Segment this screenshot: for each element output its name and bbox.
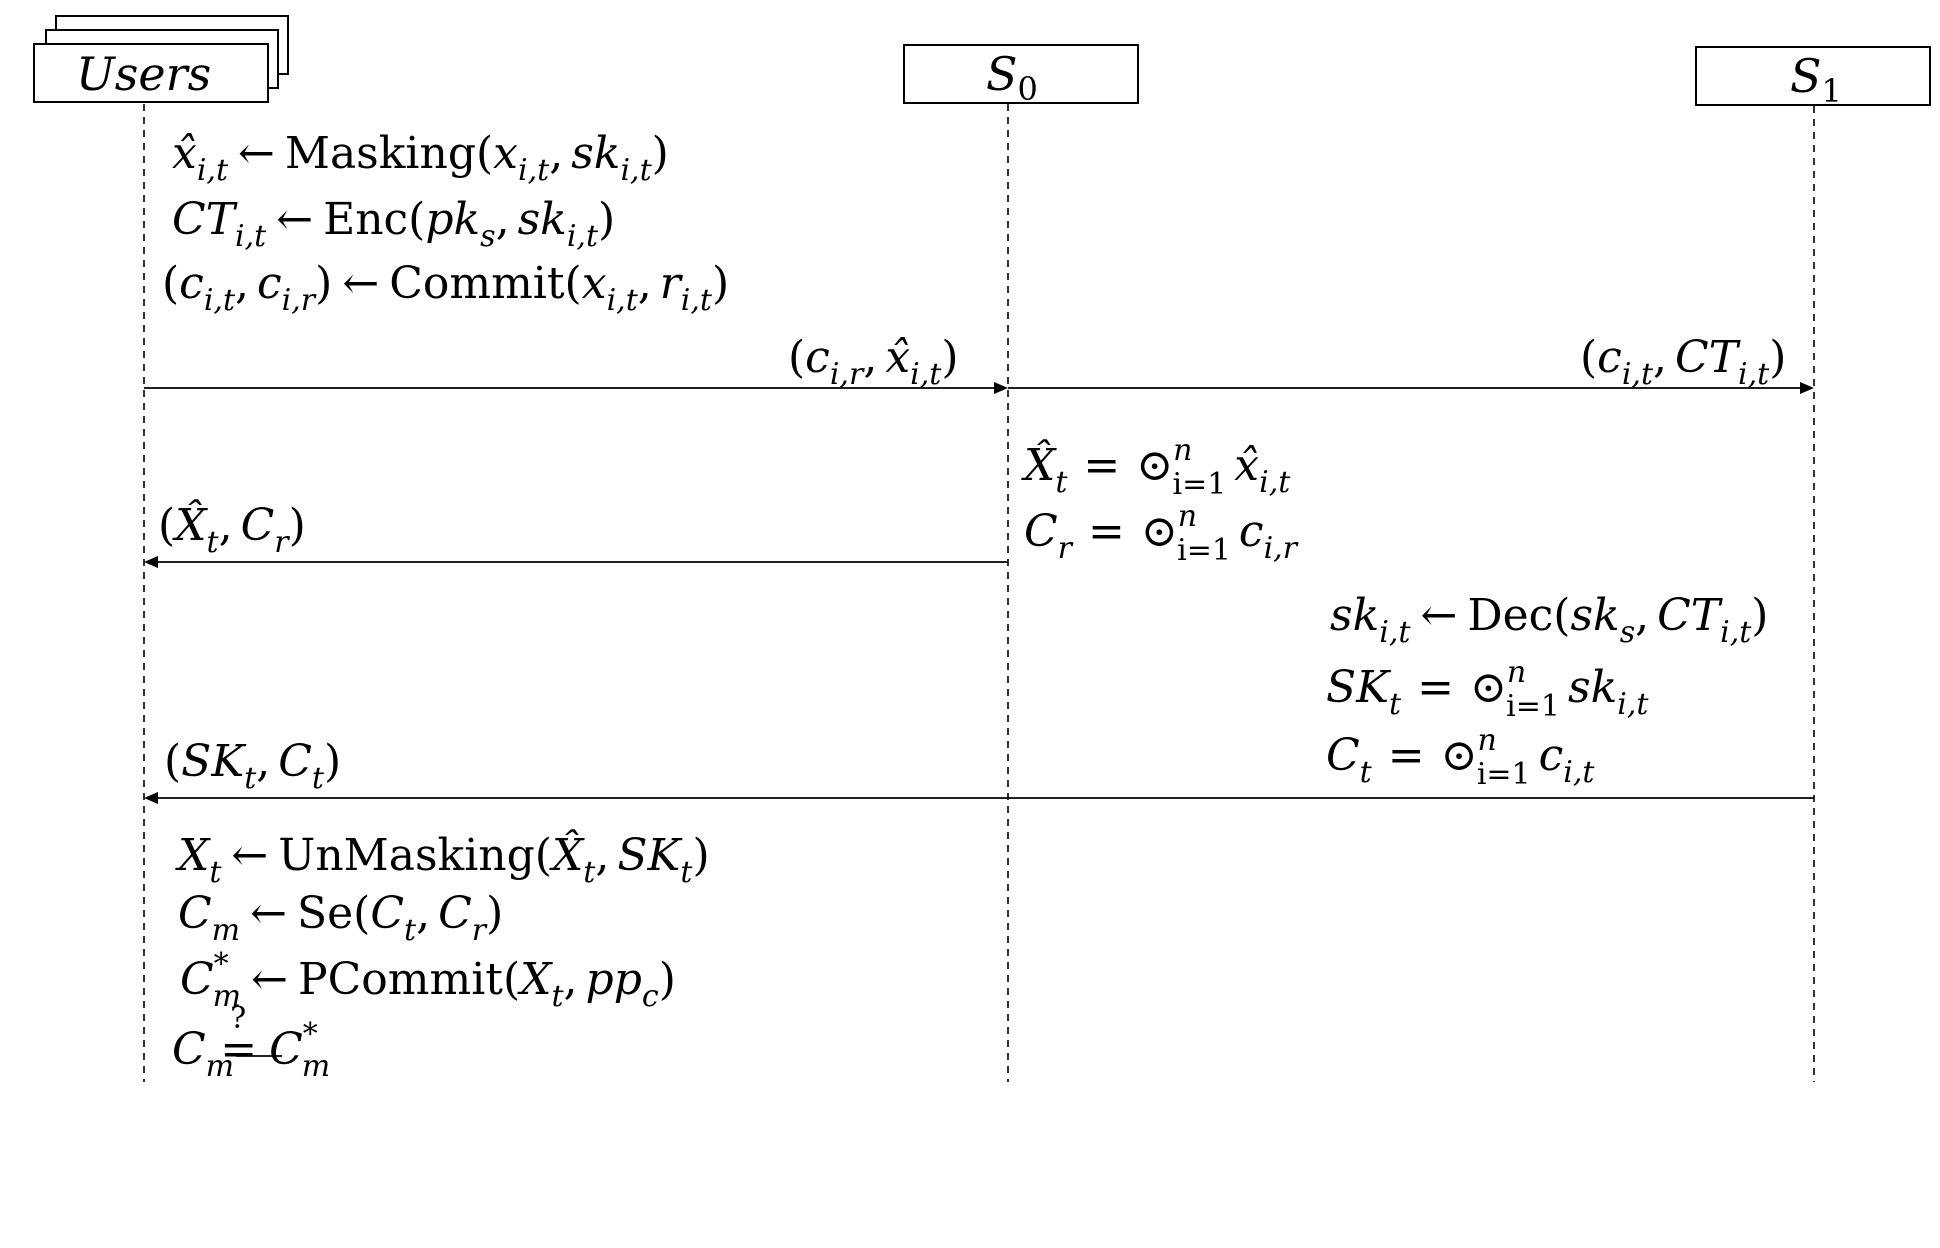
unmasking-equation: Xt←UnMasking(X̂t,SKt) xyxy=(175,828,710,890)
users-verification-block: Xt←UnMasking(X̂t,SKt) Cm←Se(Ct,Cr) C*m←P… xyxy=(172,828,710,1084)
s0-box xyxy=(903,44,1139,104)
msg-users-to-s1-label: (ci,t,CTi,t) xyxy=(1580,332,1786,392)
msg-users-to-s0-label: (ci,r,x̂i,t) xyxy=(788,332,959,392)
arrow-s0-to-users-head xyxy=(144,556,158,568)
commitment-equation: (ci,t,ci,r)←Commit(xi,t,ri,t) xyxy=(162,258,729,318)
msg-s1-to-users-label: (SKt,Ct) xyxy=(164,736,341,796)
participant-s1: S1 xyxy=(1695,46,1931,110)
selection-equation: Cm←Se(Ct,Cr) xyxy=(178,888,503,948)
masking-equation: x̂i,t←Masking(xi,t,ski,t) xyxy=(172,128,669,188)
pcommit-equation: C*m←PCommit(Xt,ppc) xyxy=(180,947,676,1014)
s1-box xyxy=(1695,46,1931,106)
participant-s0: S0 xyxy=(903,44,1139,108)
participant-users: Users xyxy=(33,15,289,103)
verification-equation: Cm?=C*m xyxy=(172,1001,330,1084)
users-masking-block: x̂i,t←Masking(xi,t,ski,t) CTi,t←Enc(pks,… xyxy=(162,128,729,318)
msg-s0-to-users-label: (X̂t,Cr) xyxy=(158,498,306,560)
s1-decryption: ski,t←Dec(sks,CTi,t) xyxy=(1330,590,1768,650)
encryption-equation: CTi,t←Enc(pks,ski,t) xyxy=(172,194,615,254)
s1-label: S1 xyxy=(1790,49,1842,110)
users-box xyxy=(33,43,269,103)
arrow-s1-to-users-head xyxy=(144,792,158,804)
s0-label: S0 xyxy=(986,47,1038,108)
users-label: Users xyxy=(76,47,211,101)
arrow-users-to-s1-head xyxy=(1800,382,1814,394)
arrow-users-to-s0-head xyxy=(994,382,1008,394)
